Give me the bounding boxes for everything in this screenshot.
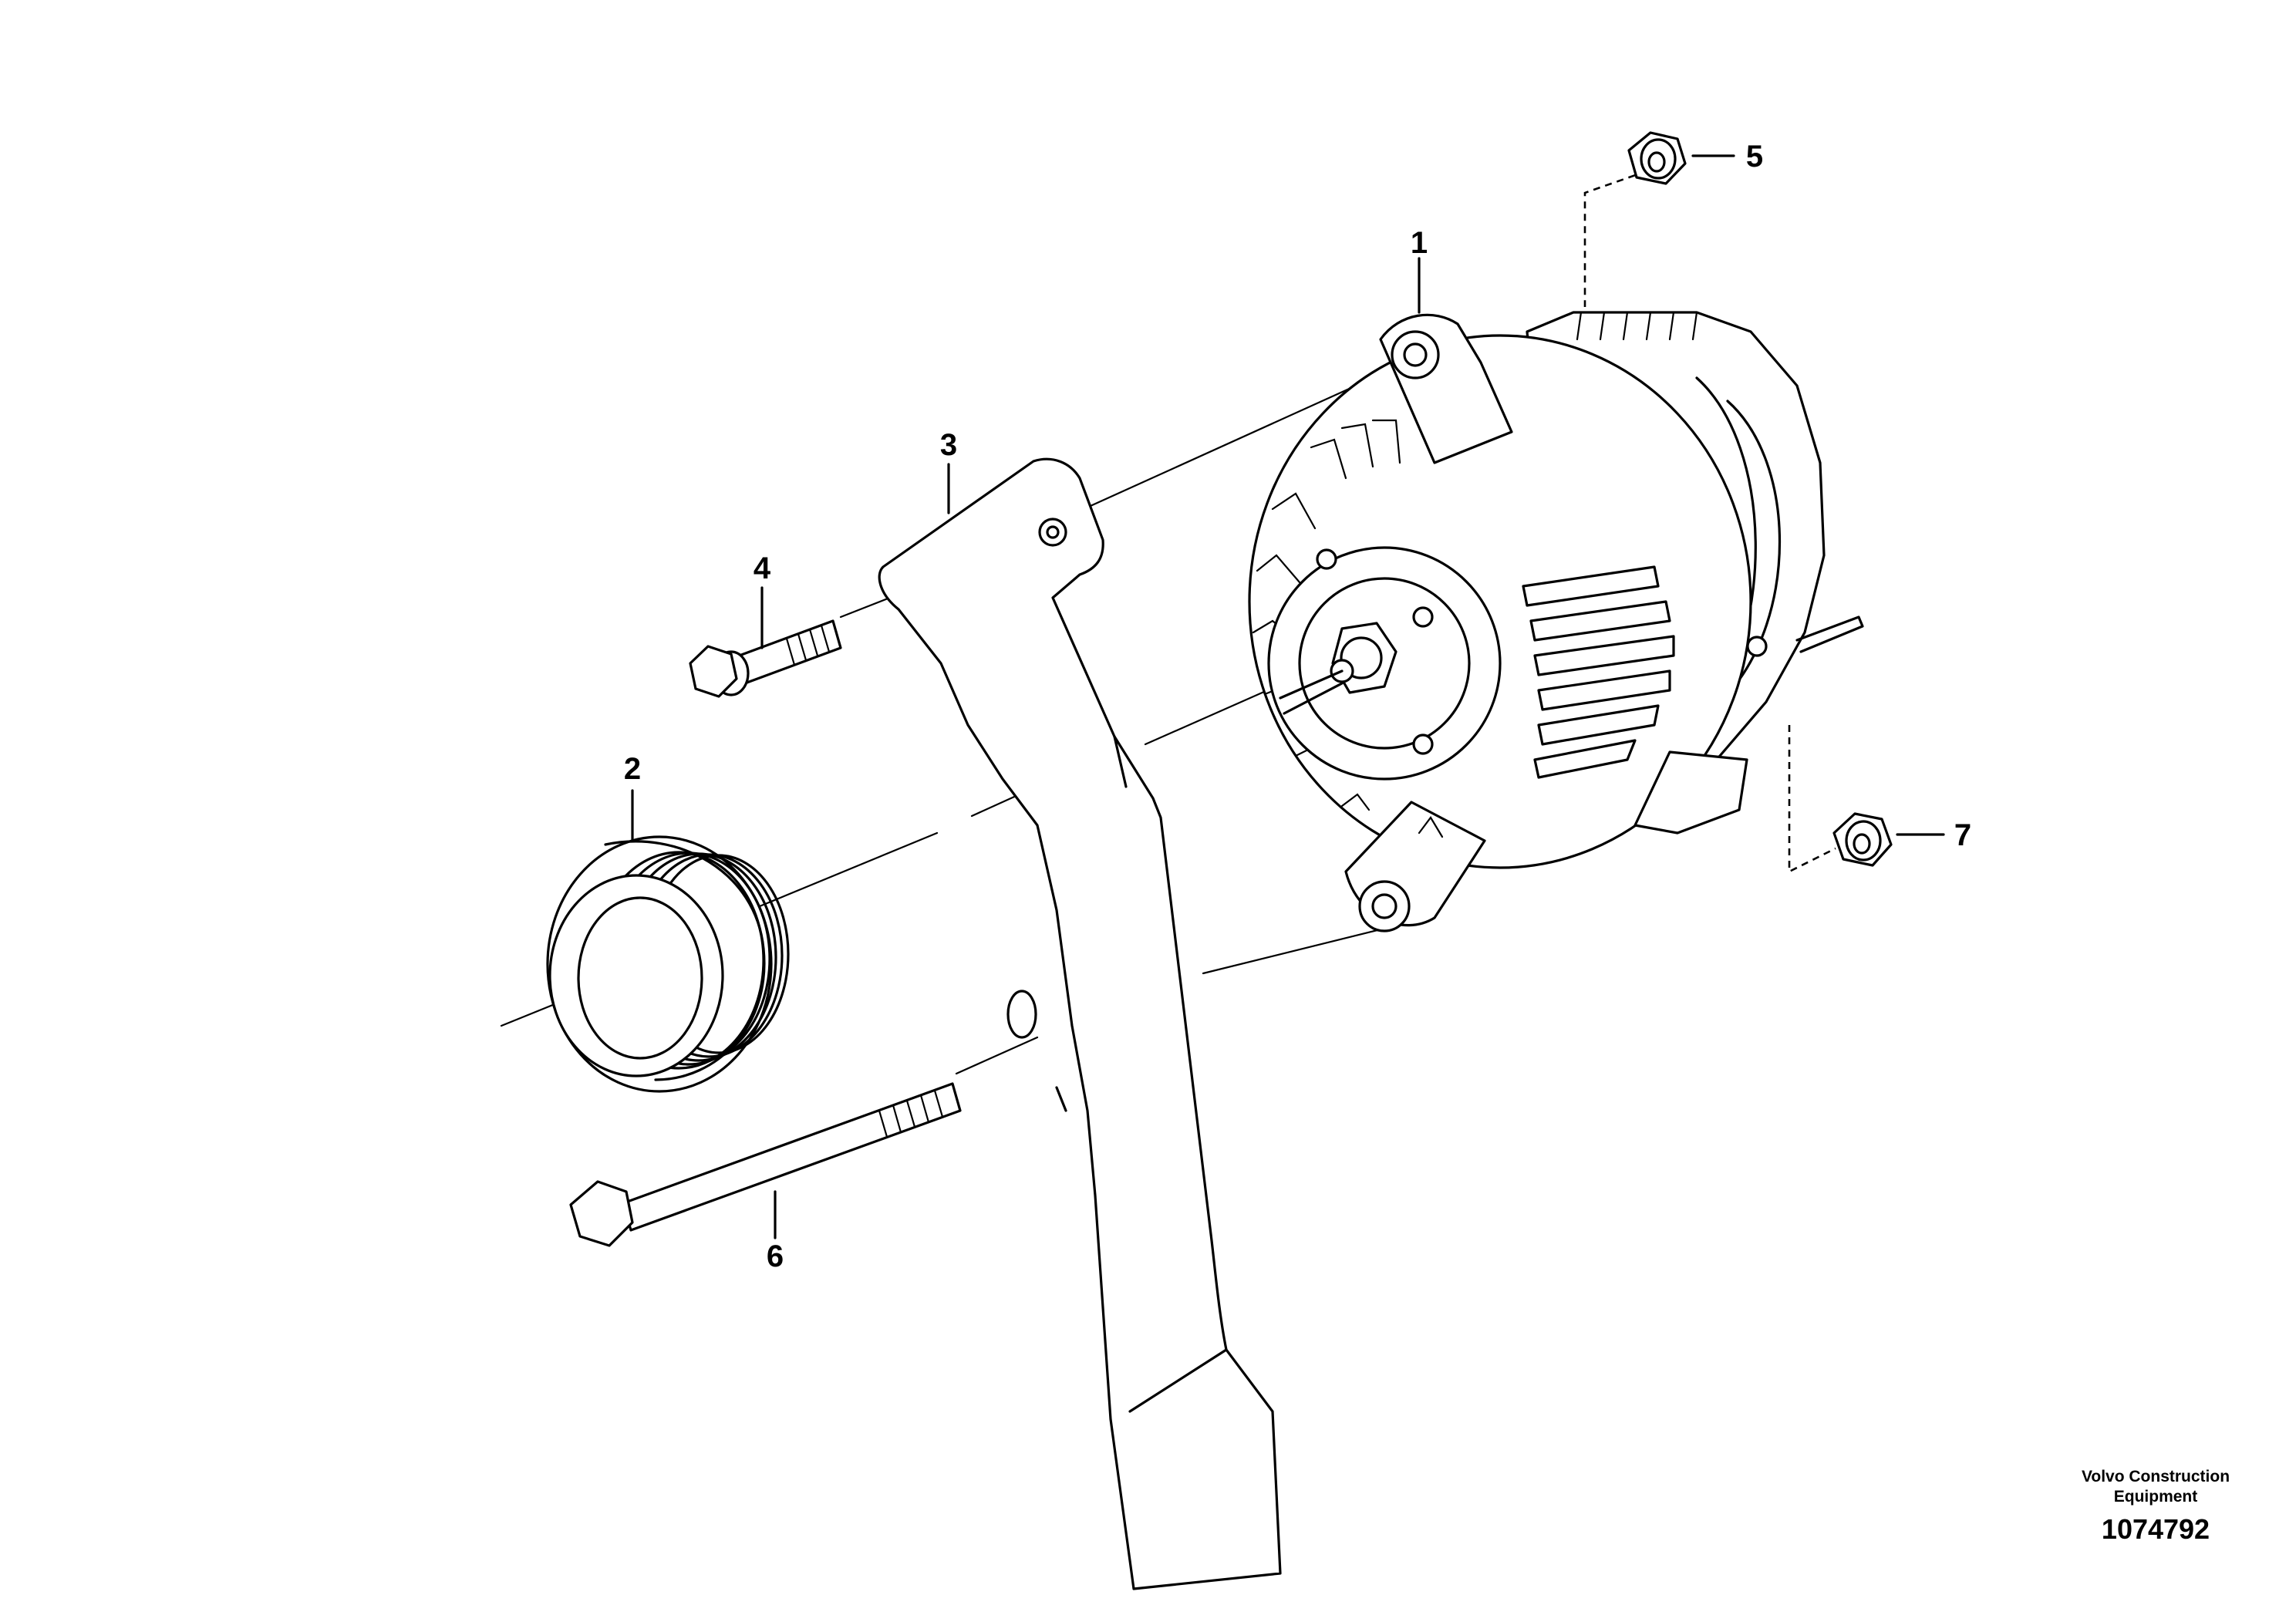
brand-name: Volvo Construction Equipment [2081,1468,2230,1506]
drawing-number: 1074792 [2101,1513,2210,1545]
cooling-fins [1576,311,1698,341]
callout-4: 4 [754,551,771,585]
callout-7: 7 [1954,818,1971,852]
flange-nut-bottom [1832,812,1893,867]
callout-labels: 1 2 3 4 5 6 7 [624,140,1971,1273]
alternator [1248,311,1864,932]
bolt-long [569,1082,962,1247]
callout-leaders [631,154,1945,1239]
bolt-short-thread [785,624,831,666]
bracket [878,457,1282,1590]
pulley [546,835,790,1093]
callout-3: 3 [940,428,957,462]
bolt-short [689,619,842,698]
callout-5: 5 [1746,140,1763,174]
bolt-long-thread [878,1089,944,1138]
flange-nut-top [1627,131,1687,185]
callout-1: 1 [1411,226,1428,260]
vent-slots [1522,565,1675,779]
housing-screws [1316,548,1768,755]
callout-2: 2 [624,752,641,786]
callout-6: 6 [767,1239,784,1273]
